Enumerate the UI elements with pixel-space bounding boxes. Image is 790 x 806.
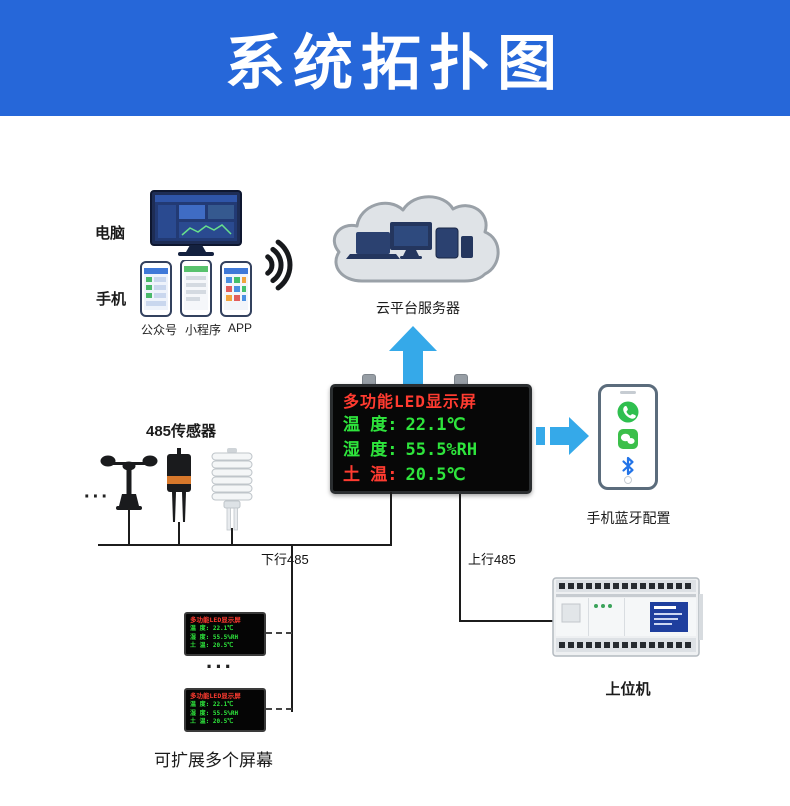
up-485-horizontal-line — [459, 620, 555, 622]
header-banner: 系统拓扑图 — [0, 0, 790, 116]
anemometer-icon — [100, 455, 158, 510]
louver-sensor-drop-line — [231, 528, 233, 545]
led-row-soil-temperature-label: 土 温: — [343, 465, 398, 485]
up-485-vertical-line — [459, 494, 461, 622]
computer-label: 电脑 — [95, 225, 126, 242]
expansion-screen-1-row: 土 温: 20.5℃ — [190, 642, 234, 649]
led-row-humidity: 湿 度: 55.5%RH — [343, 438, 519, 463]
bluetooth-phone — [598, 384, 658, 490]
led-row-temperature-label: 温 度: — [343, 415, 398, 435]
wechat-icon — [618, 429, 638, 449]
expansion-screen-1-title: 多功能LED显示屏 — [190, 616, 241, 624]
phone-home-button — [624, 476, 632, 484]
expansion-screen-2-title: 多功能LED显示屏 — [190, 692, 241, 700]
led-display: 多功能LED显示屏 温 度: 22.1℃ 湿 度: 55.5%RH 土 温: 20.5… — [330, 384, 532, 494]
phones-icon — [140, 260, 252, 317]
plc-label: 上位机 — [605, 681, 651, 698]
led-row-humidity-label: 湿 度: — [343, 440, 398, 460]
sensors-label: 485传感器 — [146, 423, 217, 440]
bluetooth-config-label: 手机蓝牙配置 — [586, 510, 671, 526]
channel-label-app: APP — [228, 321, 253, 335]
phone-app-icons — [617, 401, 639, 477]
soil-sensor-icon — [167, 448, 191, 522]
cloud-server-label: 云平台服务器 — [376, 300, 460, 316]
expansion-vertical-line — [291, 546, 293, 712]
expansion-screen-2-row: 土 温: 20.5℃ — [190, 718, 234, 725]
cloud-server-icon — [332, 195, 500, 283]
wifi-signal-icon — [265, 239, 293, 291]
expansion-screen-2-row: 温 度: 22.1℃ — [190, 701, 234, 708]
expansion-screen-2-row: 湿 度: 55.5%RH — [190, 709, 239, 717]
expansion-ellipsis: ··· — [206, 654, 234, 679]
led-row-temperature-value: 22.1℃ — [405, 415, 466, 435]
channel-label-gongzhonghao: 公众号 — [141, 323, 178, 337]
led-row-humidity-value: 55.5%RH — [405, 440, 478, 460]
expansion-dash-line-2 — [266, 708, 292, 710]
cloud-devices — [346, 222, 473, 259]
expansion-screen-2: 多功能LED显示屏 温 度: 22.1℃ 湿 度: 55.5%RH 土 温: 2… — [184, 688, 266, 732]
expansion-label: 可扩展多个屏幕 — [154, 751, 273, 770]
page-title: 系统拓扑图 — [225, 29, 565, 97]
expansion-screen-1-row: 温 度: 22.1℃ — [190, 625, 234, 632]
phone-speaker — [620, 391, 636, 394]
led-row-temperature: 温 度: 22.1℃ — [343, 413, 519, 438]
call-icon — [617, 401, 639, 423]
plc-icon — [552, 577, 703, 657]
sensors-ellipsis: ··· — [84, 486, 110, 508]
up-485-label: 上行485 — [465, 549, 519, 568]
computer-monitor-icon — [150, 190, 242, 256]
led-row-soil-temperature-value: 20.5℃ — [405, 465, 466, 485]
down-485-label: 下行485 — [258, 549, 312, 568]
led-display-drop-line — [390, 492, 392, 545]
phone-label: 手机 — [96, 291, 127, 308]
expansion-dash-line-1 — [266, 632, 292, 634]
up-arrow — [389, 326, 437, 384]
right-arrow — [536, 417, 589, 455]
louver-shield-sensor-icon — [211, 448, 253, 531]
expansion-screen-1-row: 湿 度: 55.5%RH — [190, 633, 239, 641]
expansion-screen-1: 多功能LED显示屏 温 度: 22.1℃ 湿 度: 55.5%RH 土 温: 2… — [184, 612, 266, 656]
channel-label-miniprogram: 小程序 — [185, 323, 222, 337]
led-row-soil-temperature: 土 温: 20.5℃ — [343, 463, 519, 488]
anemometer-drop-line — [128, 508, 130, 545]
led-display-title: 多功能LED显示屏 — [343, 392, 477, 411]
soil-sensor-drop-line — [178, 522, 180, 545]
bus-line-down-485 — [98, 544, 392, 546]
bluetooth-icon — [622, 456, 634, 476]
